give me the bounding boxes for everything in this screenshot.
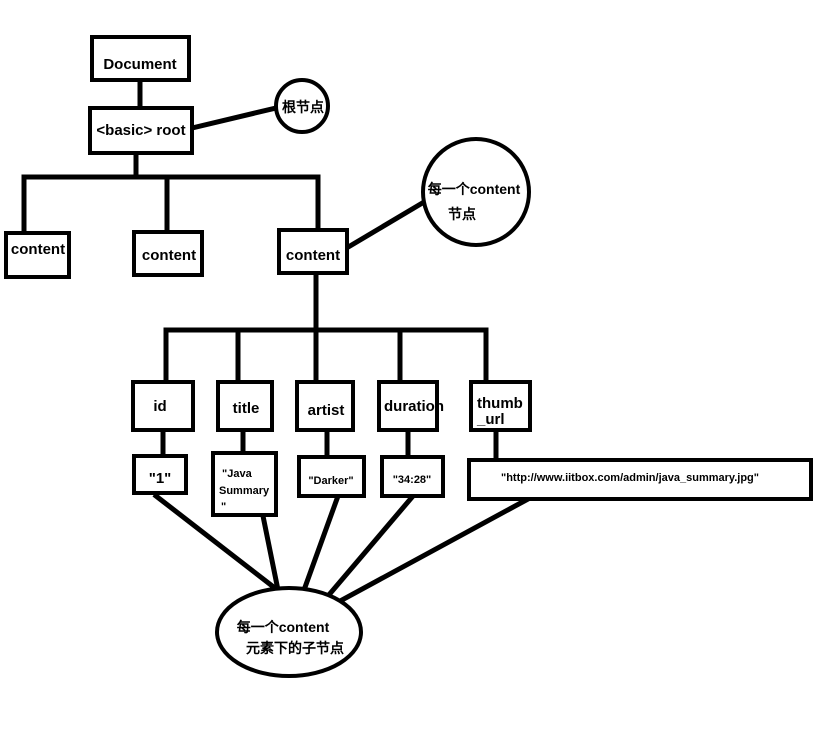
content-label-3: content (286, 247, 340, 264)
callout-shapes (215, 78, 531, 678)
child-callout-text-line1: 每一个content (237, 619, 330, 635)
artist-value-label: "Darker" (308, 475, 353, 487)
title-box (216, 380, 274, 432)
id-box (131, 380, 195, 432)
title-value-line2: Summary (219, 485, 270, 497)
duration-value-label: "34:28" (393, 474, 432, 486)
duration-label: duration (384, 398, 444, 415)
content-box-1 (4, 231, 71, 279)
id-value-label: "1" (149, 470, 172, 487)
title-value-line1: "Java (222, 468, 253, 480)
duration-box (377, 380, 439, 432)
pointer-content-callout (346, 198, 428, 250)
thumb-url-label-line2: _url (476, 411, 505, 428)
id-label: id (153, 398, 166, 415)
root-callout-text: 根节点 (282, 99, 324, 115)
pointer-child-artist (300, 492, 342, 594)
labels: Document <basic> root content content co… (11, 56, 759, 656)
pointer-child-thumb-url (338, 495, 532, 604)
content-label-1: content (11, 241, 65, 258)
document-label: Document (103, 56, 176, 73)
pointer-child-id (152, 492, 284, 596)
child-callout-ellipse (215, 586, 363, 678)
title-value-line3: " (221, 501, 226, 513)
content-callout-text-line1: 每一个content (428, 181, 521, 197)
title-label: title (233, 400, 260, 417)
artist-value-box (297, 455, 366, 498)
artist-box (295, 380, 355, 432)
document-box (90, 35, 191, 82)
artist-label: artist (308, 402, 345, 419)
id-value-box (132, 454, 188, 495)
content-box-2 (132, 230, 204, 277)
connectors (21, 77, 532, 604)
duration-value-box (380, 455, 445, 498)
thumb-url-value-box (467, 458, 813, 501)
content-box-3 (277, 228, 349, 275)
content-callout-circle (421, 137, 531, 247)
root-box (88, 106, 194, 155)
title-value-box (211, 451, 278, 517)
content-label-2: content (142, 247, 196, 264)
content-callout-text-line2: 节点 (448, 206, 476, 222)
pointer-child-duration (324, 492, 417, 600)
thumb-url-value-label: "http://www.iitbox.com/admin/java_summar… (501, 472, 759, 484)
root-label: <basic> root (96, 122, 185, 139)
thumb-url-label-line1: thumb (477, 395, 523, 412)
root-callout-circle (274, 78, 330, 134)
pointer-root-callout (188, 104, 280, 132)
boxes (4, 35, 813, 517)
child-callout-text-line2: 元素下的子节点 (246, 640, 344, 656)
thumb-url-box (469, 380, 532, 432)
pointer-child-title (260, 513, 281, 593)
